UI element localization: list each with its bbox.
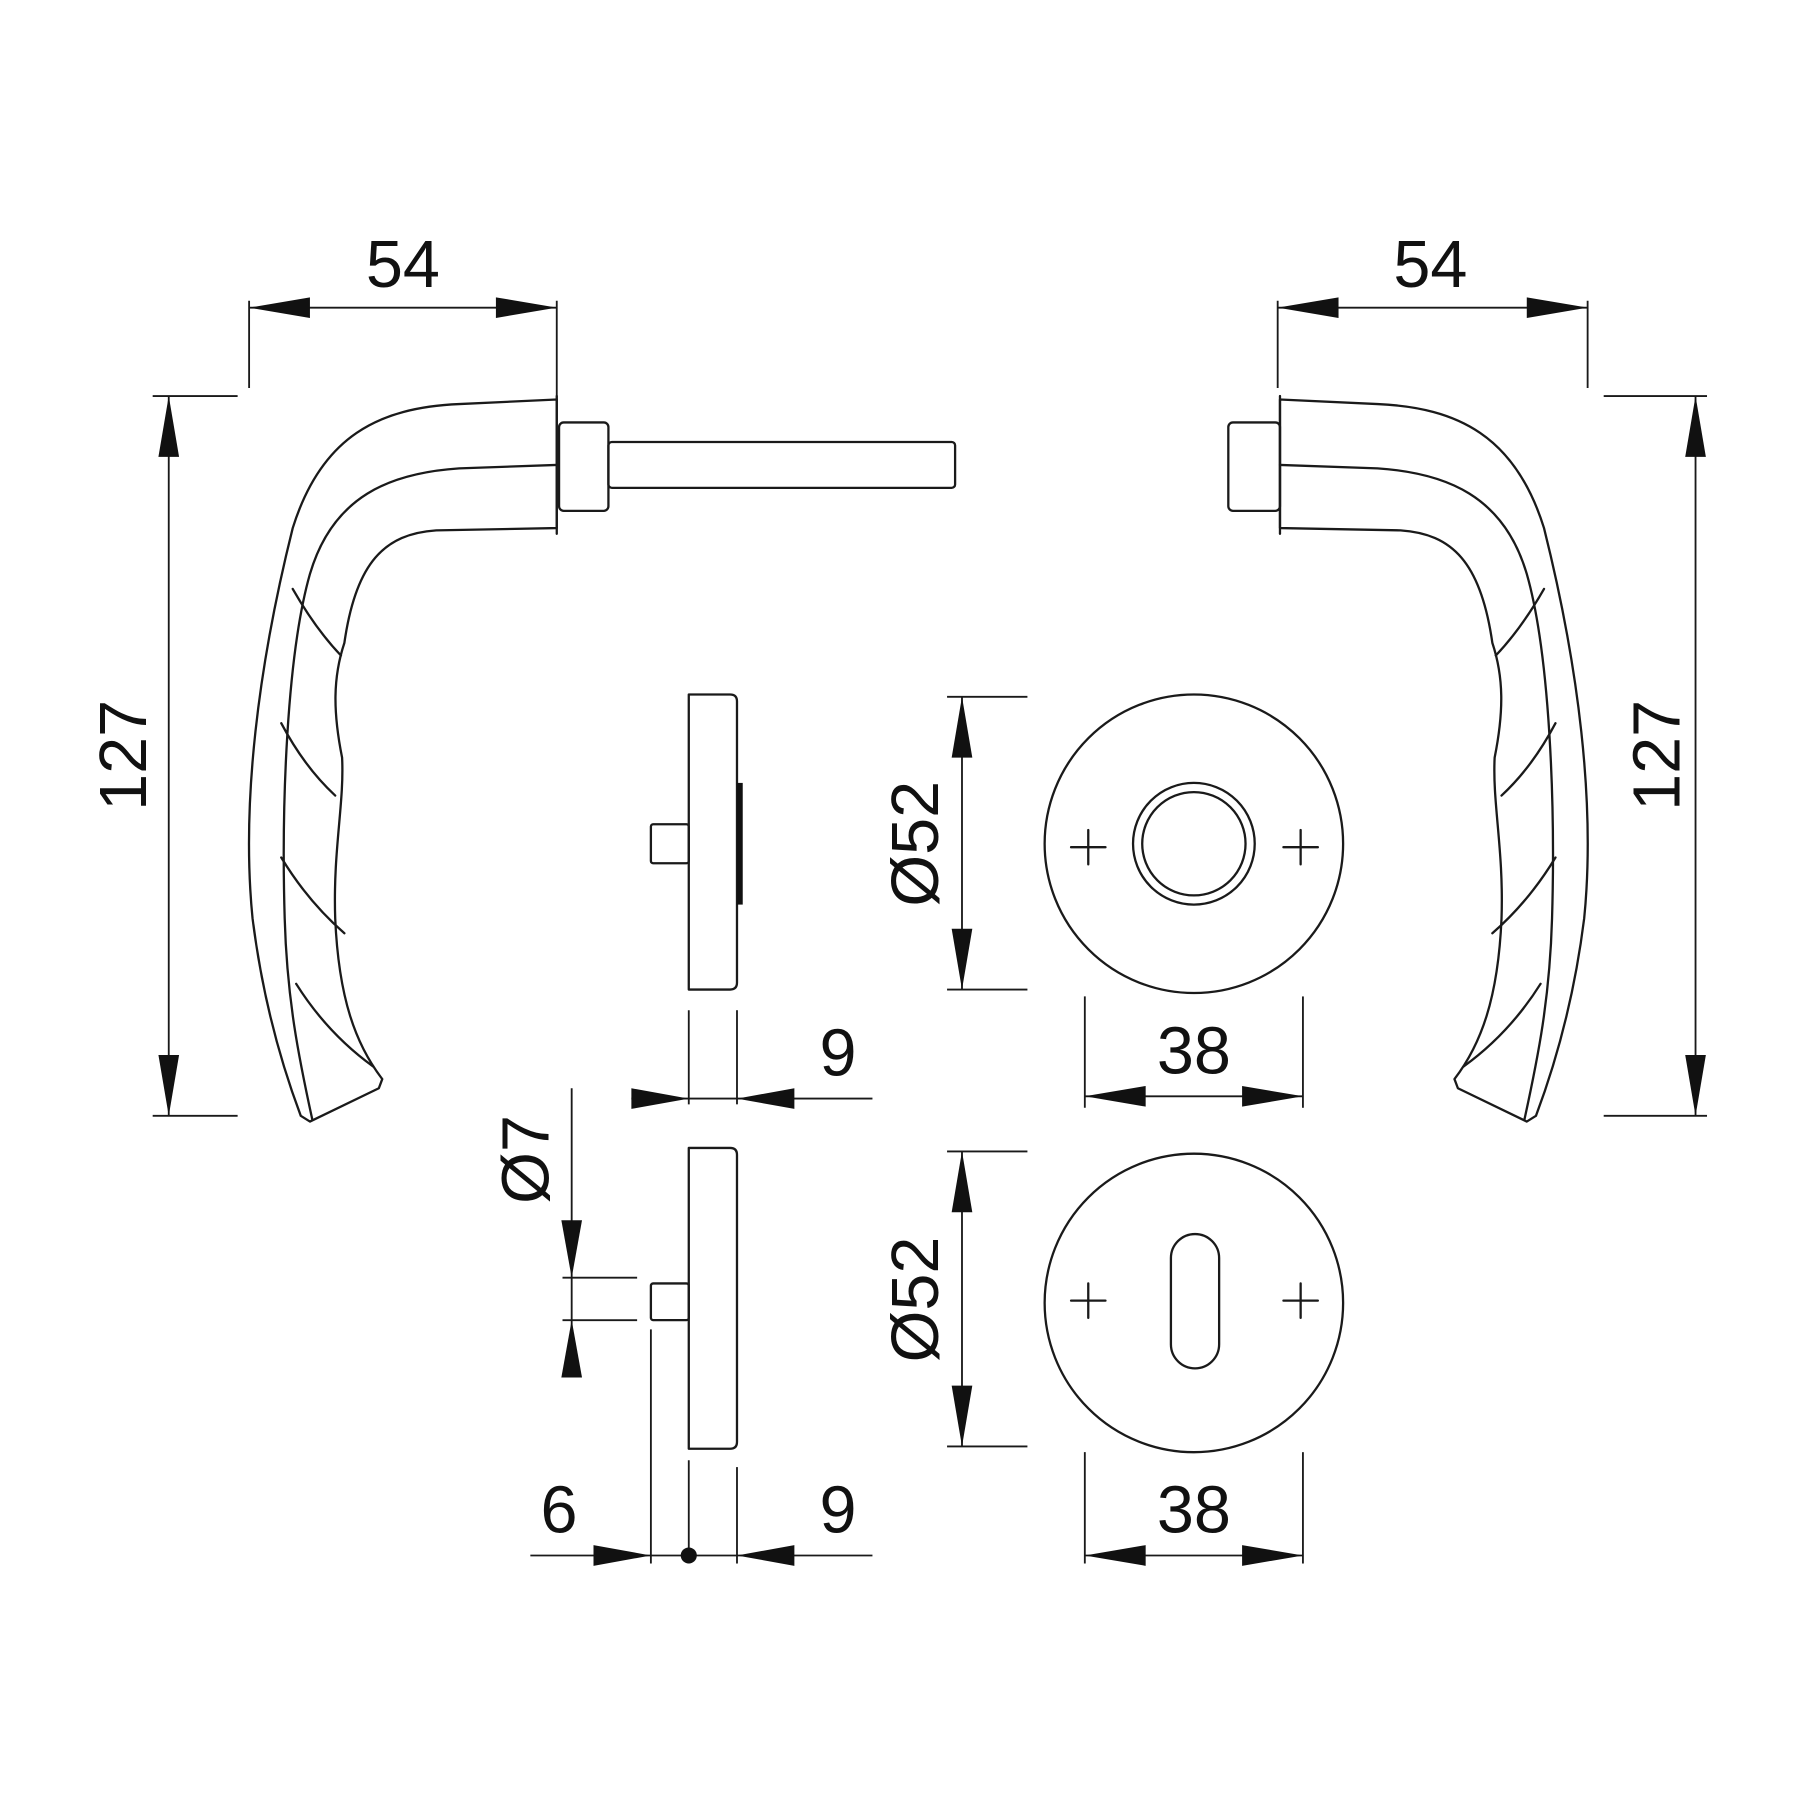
spindle <box>607 440 957 490</box>
keyhole <box>1169 1232 1221 1370</box>
screw-hole-icon <box>1069 1282 1107 1320</box>
dim-label: Ø7 <box>490 1115 564 1204</box>
left-lever-handle <box>247 394 957 1123</box>
left-length-dimension: 127 <box>87 395 238 1117</box>
dim-label: Ø52 <box>879 1237 953 1363</box>
rose-front-view: Ø52 38 <box>879 693 1345 1108</box>
dim-label: 127 <box>1620 700 1694 811</box>
right-length-dimension: 127 <box>1603 395 1708 1117</box>
dim-label: Ø52 <box>879 781 953 907</box>
escutcheon-front-view: Ø52 38 <box>879 1150 1345 1566</box>
right-lever-handle <box>1227 394 1589 1123</box>
dim-label: 6 <box>541 1474 578 1548</box>
dim-label: 9 <box>819 1474 856 1548</box>
right-width-dimension: 54 <box>1276 228 1589 389</box>
dim-label: 54 <box>1393 228 1467 302</box>
screw-hole-icon <box>1069 828 1107 866</box>
dim-label: 54 <box>366 228 440 302</box>
dim-label: 38 <box>1157 1014 1231 1088</box>
screw-hole-icon <box>1282 1282 1320 1320</box>
escutcheon-side-view: Ø7 6 9 <box>490 1088 873 1566</box>
dim-label: 9 <box>819 1017 856 1091</box>
left-width-dimension: 54 <box>248 228 558 402</box>
screw-hole-icon <box>1282 828 1320 866</box>
rose-side-view: 9 <box>631 693 873 1109</box>
dim-label: 38 <box>1157 1474 1231 1548</box>
dim-label: 127 <box>87 700 161 811</box>
